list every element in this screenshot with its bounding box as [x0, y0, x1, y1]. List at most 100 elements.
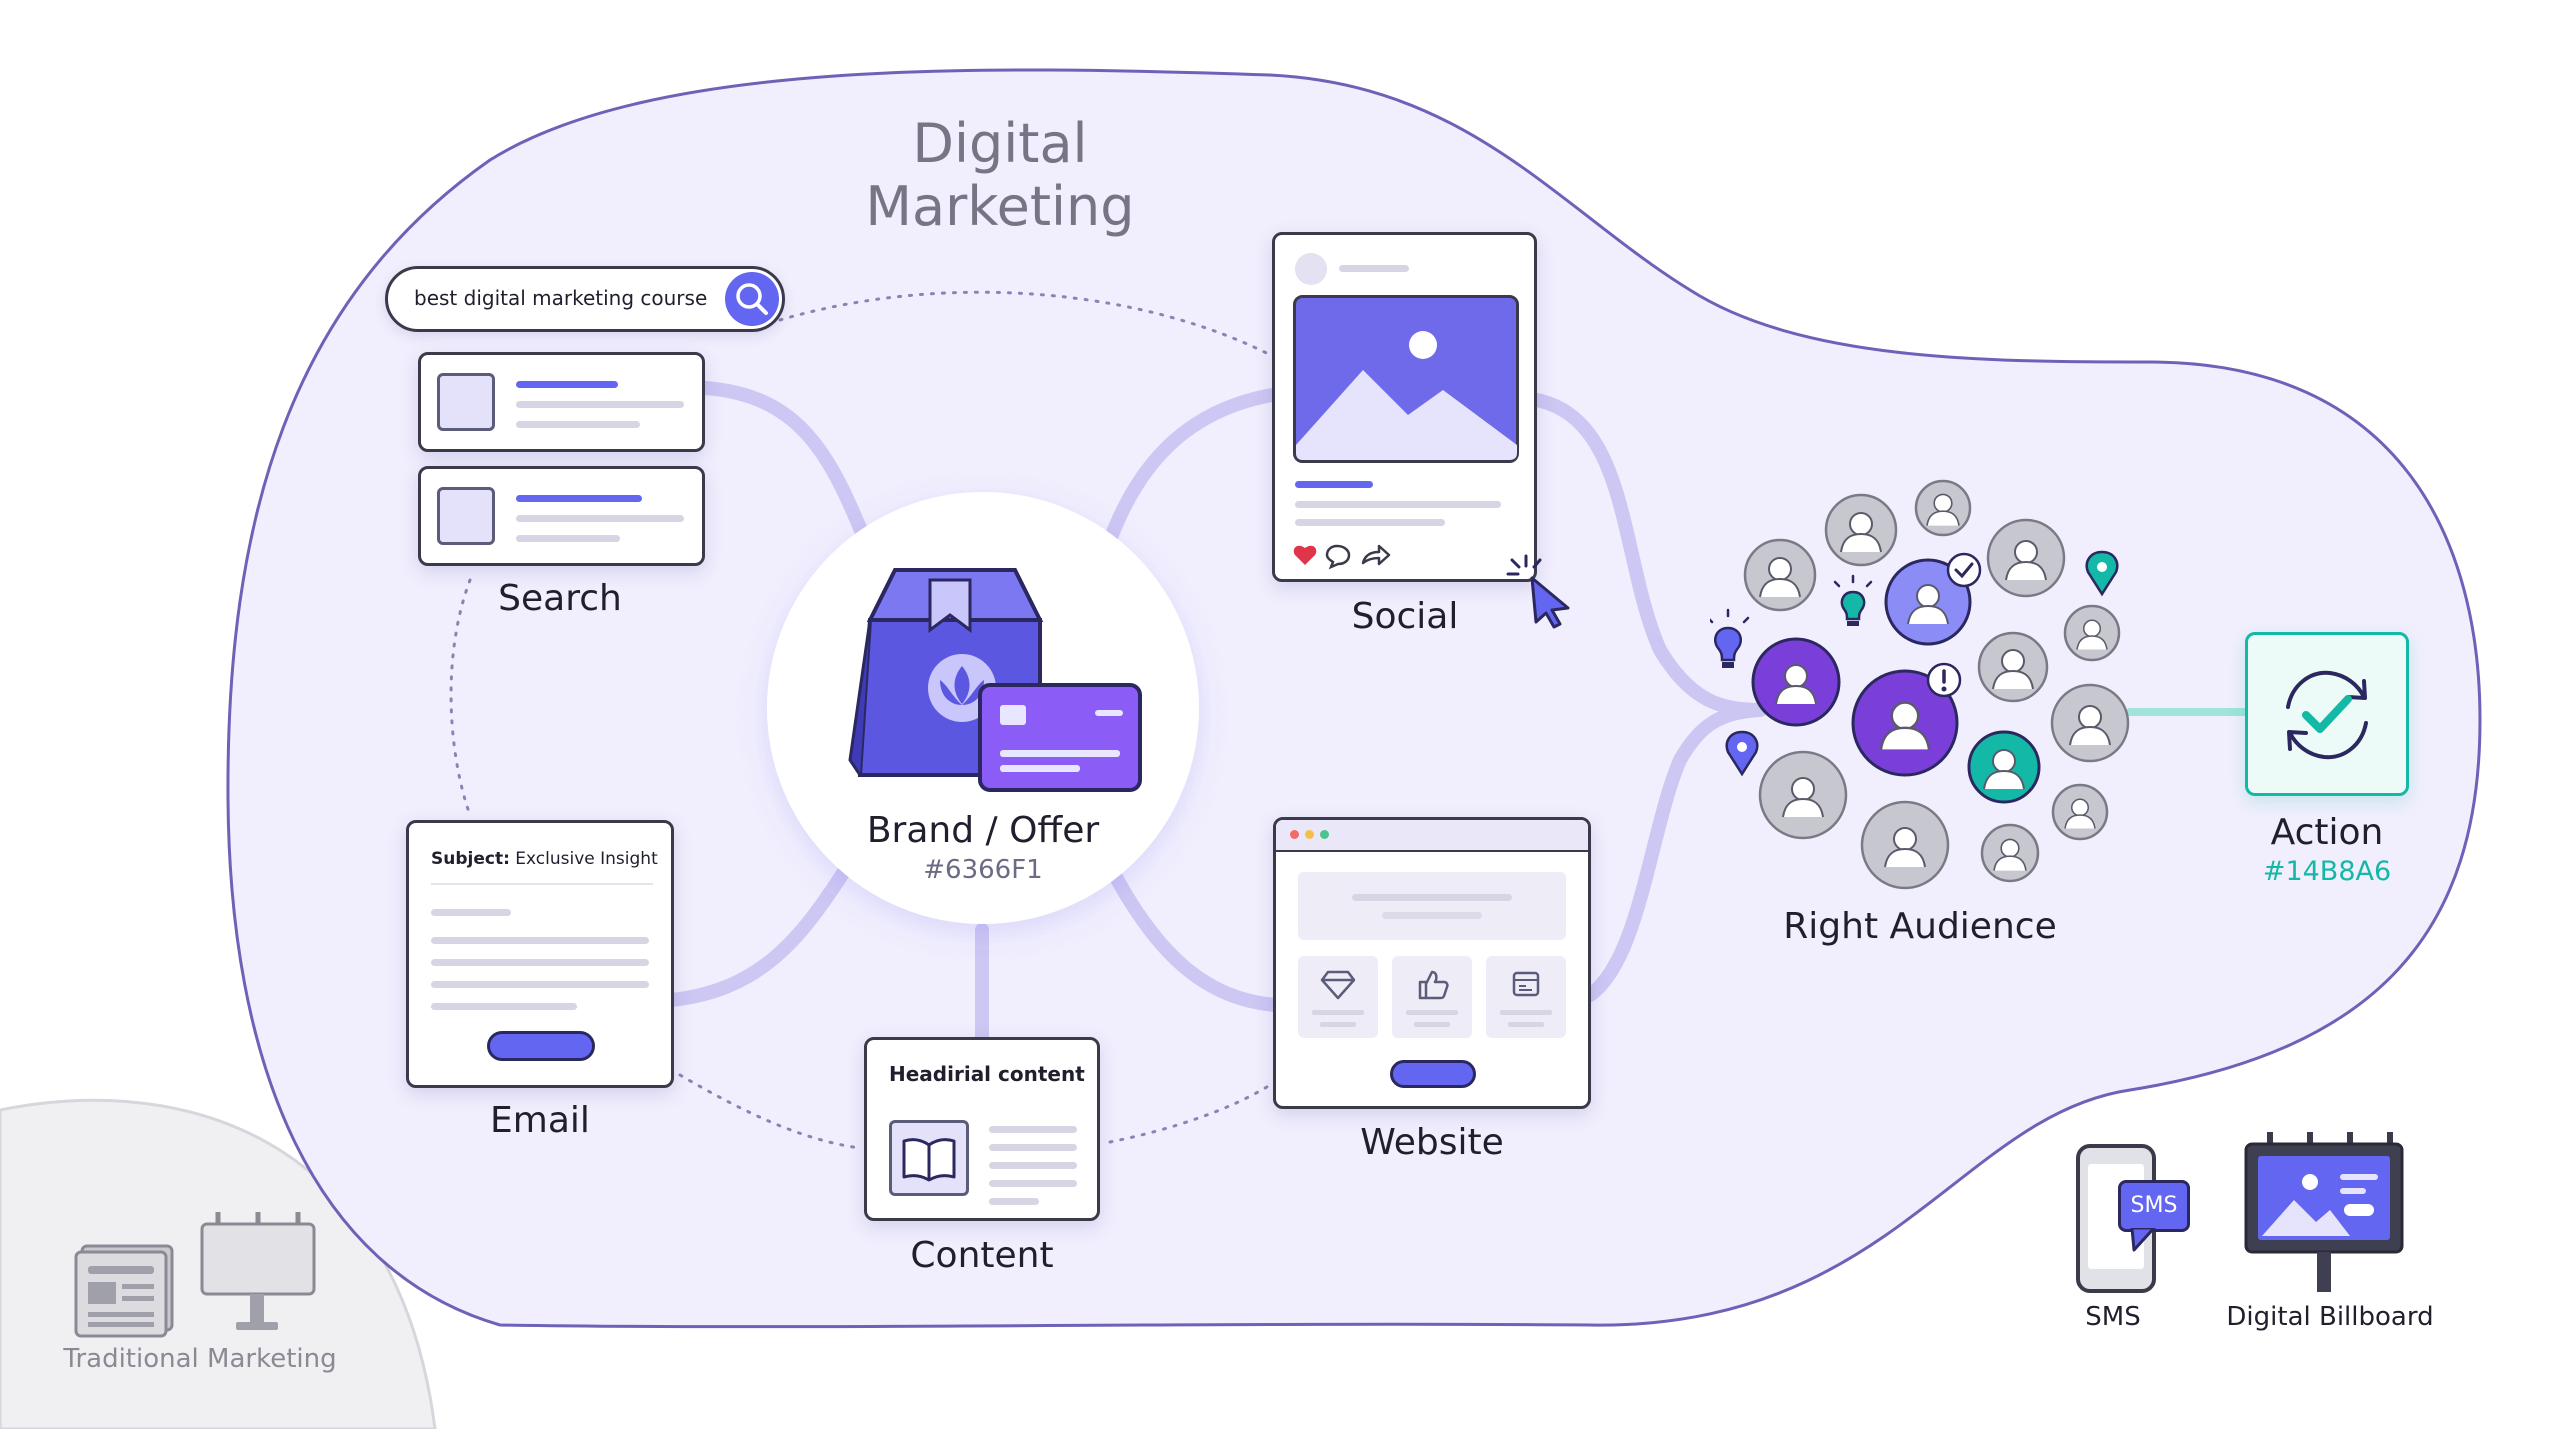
search-result-1[interactable] — [418, 352, 705, 452]
result-title-bar — [516, 381, 618, 388]
email-subject-line: Subject: Exclusive Insight — [431, 849, 658, 869]
post-actions — [1293, 544, 1391, 570]
email-line — [431, 959, 649, 966]
email-label: Email — [490, 1100, 590, 1141]
diagram-title: Digital Marketing — [865, 112, 1135, 238]
newspaper-icon — [74, 1244, 174, 1338]
content-line — [989, 1198, 1039, 1205]
content-line — [989, 1126, 1077, 1133]
email-line — [431, 981, 649, 988]
email-cta-button[interactable] — [487, 1031, 595, 1061]
result-line — [516, 535, 620, 542]
dotted-ring-bottom-right — [1108, 1083, 1272, 1144]
traditional-marketing-label: Traditional Marketing — [63, 1344, 337, 1374]
sms-bubble-tail — [2130, 1228, 2156, 1252]
website-tile-3[interactable] — [1486, 956, 1566, 1038]
post-line — [1295, 519, 1445, 526]
comment-icon — [1325, 544, 1351, 570]
browser-close-dot — [1290, 830, 1299, 839]
content-thumbnail — [889, 1120, 969, 1196]
diamond-icon — [1312, 970, 1364, 1027]
audience-highlighted — [1751, 558, 2041, 804]
sync-check-icon — [2286, 670, 2368, 760]
content-card[interactable]: Headirial content — [864, 1037, 1100, 1221]
email-divider — [431, 883, 653, 885]
search-bar[interactable]: best digital marketing course — [385, 266, 785, 332]
search-button[interactable] — [725, 272, 779, 326]
website-label: Website — [1360, 1122, 1504, 1163]
action-card[interactable] — [2245, 632, 2409, 796]
website-tile-2[interactable] — [1392, 956, 1472, 1038]
content-line — [989, 1180, 1077, 1187]
billboard-icon — [200, 1212, 316, 1330]
location-pin-icon — [1725, 730, 1759, 777]
dotted-ring-top — [778, 290, 1282, 362]
email-line — [431, 909, 511, 916]
result-title-bar — [516, 495, 642, 502]
content-line — [989, 1144, 1077, 1151]
website-tile-1[interactable] — [1298, 956, 1378, 1038]
billboard-icon — [2244, 1132, 2404, 1292]
alert-badge-icon — [1926, 662, 1962, 698]
digital-marketing-area — [226, 68, 2482, 1329]
content-line — [989, 1162, 1077, 1169]
dotted-ring-left — [449, 578, 472, 817]
connector-lines — [665, 381, 1767, 1052]
search-result-2[interactable] — [418, 466, 705, 566]
heart-icon — [1293, 545, 1317, 565]
cursor-icon — [1506, 554, 1570, 629]
hero-line — [1352, 894, 1512, 901]
website-cta-button[interactable] — [1390, 1060, 1476, 1088]
email-line — [431, 1003, 577, 1010]
result-thumbnail — [437, 373, 495, 431]
post-author-bar — [1339, 265, 1409, 272]
search-label: Search — [498, 578, 622, 619]
email-subject-label: Subject: — [431, 849, 510, 869]
action-label: Action — [2270, 812, 2384, 853]
lightbulb-icon — [1833, 574, 1873, 626]
social-post-card[interactable] — [1272, 232, 1537, 582]
result-thumbnail — [437, 487, 495, 545]
image-icon — [1293, 295, 1519, 463]
audience-people — [1743, 479, 2130, 890]
website-card[interactable] — [1273, 817, 1591, 1109]
browser-min-dot — [1305, 830, 1314, 839]
location-pin-icon — [2085, 550, 2119, 597]
email-card[interactable]: Subject: Exclusive Insight — [406, 820, 674, 1088]
thumbs-up-icon — [1406, 970, 1458, 1027]
audience-cluster — [1710, 479, 2130, 890]
browser-max-dot — [1320, 830, 1329, 839]
brand-icon-group — [848, 568, 1142, 792]
result-line — [516, 421, 640, 428]
brand-offer-label: Brand / Offer — [866, 810, 1100, 851]
website-hero — [1298, 872, 1566, 940]
social-label: Social — [1351, 596, 1459, 637]
shopping-bag-icon — [848, 568, 1044, 777]
dotted-ring-bottom-left — [678, 1073, 862, 1150]
lightbulb-icon — [1710, 608, 1750, 668]
brand-offer-code: #6366F1 — [923, 855, 1043, 885]
action-code: #14B8A6 — [2262, 856, 2392, 887]
email-subject: Exclusive Insight — [515, 849, 658, 869]
audience-label: Right Audience — [1783, 906, 2057, 947]
result-line — [516, 515, 684, 522]
content-label: Content — [910, 1235, 1054, 1276]
billboard-label: Digital Billboard — [2226, 1302, 2434, 1332]
window-icon — [1500, 971, 1552, 1027]
sms-bubble: SMS — [2118, 1180, 2190, 1232]
search-query: best digital marketing course — [414, 286, 708, 310]
sms-label: SMS — [2085, 1302, 2141, 1332]
magnifier-icon — [736, 283, 768, 315]
credit-card-icon — [978, 683, 1142, 792]
post-line — [1295, 501, 1501, 508]
checkmark-badge-icon — [1946, 552, 1982, 588]
browser-bar — [1276, 820, 1588, 852]
email-line — [431, 937, 649, 944]
open-book-icon — [902, 1138, 956, 1182]
hero-line — [1382, 912, 1482, 919]
result-line — [516, 401, 684, 408]
share-icon — [1361, 544, 1391, 566]
avatar — [1295, 253, 1327, 285]
